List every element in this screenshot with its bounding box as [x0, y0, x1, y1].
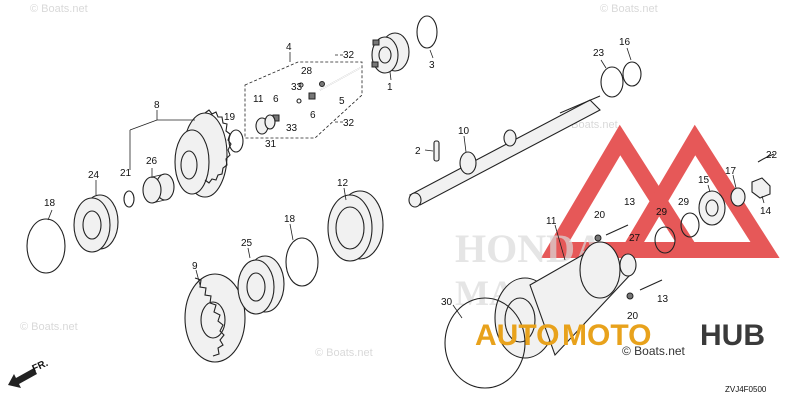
part-21-clip	[123, 190, 135, 208]
callout-15: 15	[698, 175, 710, 186]
callout-17: 17	[725, 166, 737, 177]
part-18-o-ring-middle	[285, 237, 319, 287]
part-20-pin-2	[626, 292, 634, 300]
callout-24: 24	[88, 170, 100, 181]
callout-18-left: 18	[44, 198, 56, 209]
callout-5: 5	[339, 96, 345, 107]
callout-2: 2	[415, 146, 421, 157]
callout-8: 8	[154, 100, 160, 111]
part-23-ring	[600, 66, 624, 98]
callout-13-top: 13	[624, 197, 636, 208]
part-3-ring	[416, 15, 438, 49]
callout-20-bottom: 20	[627, 311, 639, 322]
brand-word-moto: MOTO	[562, 319, 651, 352]
watermark-left: © Boats.net	[20, 321, 78, 333]
part-29-seal-2	[680, 212, 700, 238]
brand-triangle-right	[615, 124, 780, 258]
callout-6-right: 6	[310, 110, 316, 121]
part-25-bearing	[237, 255, 285, 315]
callout-29-right: 29	[678, 197, 690, 208]
callout-23: 23	[593, 48, 605, 59]
part-29-seal-1	[654, 226, 676, 254]
callout-labels: 3 1 4 32 28 33 5 11 6 6 33 31 32 19 8 21…	[44, 37, 778, 322]
callout-13-bottom: 13	[657, 294, 669, 305]
callout-14: 14	[760, 206, 772, 217]
callout-22: 22	[766, 150, 778, 161]
direction-indicator: FR.	[8, 358, 50, 388]
brand-word-hub: HUB	[700, 319, 765, 352]
callout-4: 4	[286, 42, 292, 53]
callout-29-left: 29	[656, 207, 668, 218]
part-9-bevel-gear	[184, 273, 246, 363]
part-5-shaft	[272, 67, 361, 122]
part-12-bearing	[327, 190, 384, 262]
callout-12: 12	[337, 178, 349, 189]
part-30-o-ring	[444, 297, 526, 389]
part-20-pin-1	[594, 234, 602, 242]
part-16-washer	[622, 61, 642, 87]
front-arrow-icon	[8, 368, 37, 388]
group-box-4	[244, 61, 363, 139]
brand-word-auto: AUTO	[475, 319, 559, 352]
part-10-shaft	[408, 95, 601, 208]
part-26-needle-bearing	[142, 173, 175, 204]
part-7-sleeve	[255, 114, 276, 135]
callout-27: 27	[629, 233, 641, 244]
callout-26: 26	[146, 156, 158, 167]
part-24-bearing	[73, 194, 119, 253]
watermark-center: © Boats.net	[315, 347, 373, 359]
part-2-key	[433, 140, 440, 162]
callout-32-bottom: 32	[343, 118, 355, 129]
callout-18-middle: 18	[284, 214, 296, 225]
watermark-top-right: © Boats.net	[600, 3, 658, 15]
callout-3: 3	[429, 60, 435, 71]
callout-33-bottom: 33	[286, 123, 298, 134]
callout-9: 9	[192, 261, 198, 272]
brand-watermark: © Boats.net	[622, 344, 686, 358]
callout-11: 11	[546, 216, 557, 227]
brand-wordmark: AUTO MOTO HUB © Boats.net	[475, 319, 765, 358]
callout-6-left: 6	[273, 94, 279, 105]
part-15-bearing	[698, 190, 726, 226]
leader-lines	[47, 47, 765, 319]
part-1-clutch	[371, 32, 410, 74]
callout-21: 21	[120, 168, 132, 179]
callout-19: 19	[224, 112, 236, 123]
callout-1: 1	[387, 82, 393, 93]
part-27-ring	[619, 253, 637, 277]
callout-28: 28	[301, 66, 313, 77]
part-13-bolts	[605, 224, 663, 291]
callout-31: 31	[265, 139, 277, 150]
part-19-ring	[228, 129, 244, 153]
callout-10: 10	[458, 126, 470, 137]
part-8-bevel-gear	[174, 109, 232, 198]
part-18-o-ring-left	[26, 218, 66, 274]
part-22-cotter-pin	[757, 153, 775, 163]
part-14-nut	[751, 177, 771, 199]
callout-33-top: 33	[291, 82, 303, 93]
callout-20-top: 20	[594, 210, 606, 221]
direction-label: FR.	[31, 358, 50, 375]
watermark-top-left: © Boats.net	[30, 3, 88, 15]
callout-25: 25	[241, 238, 253, 249]
brand-logo: HONDA MARINE	[455, 124, 780, 313]
callout-32-top: 32	[343, 50, 355, 61]
callout-7: 11	[253, 94, 264, 105]
callout-16: 16	[619, 37, 631, 48]
diagram-code: ZVJ4F0500	[725, 385, 767, 394]
callout-30: 30	[441, 297, 453, 308]
part-11-housing	[494, 241, 631, 359]
part-17-washer	[730, 187, 746, 207]
